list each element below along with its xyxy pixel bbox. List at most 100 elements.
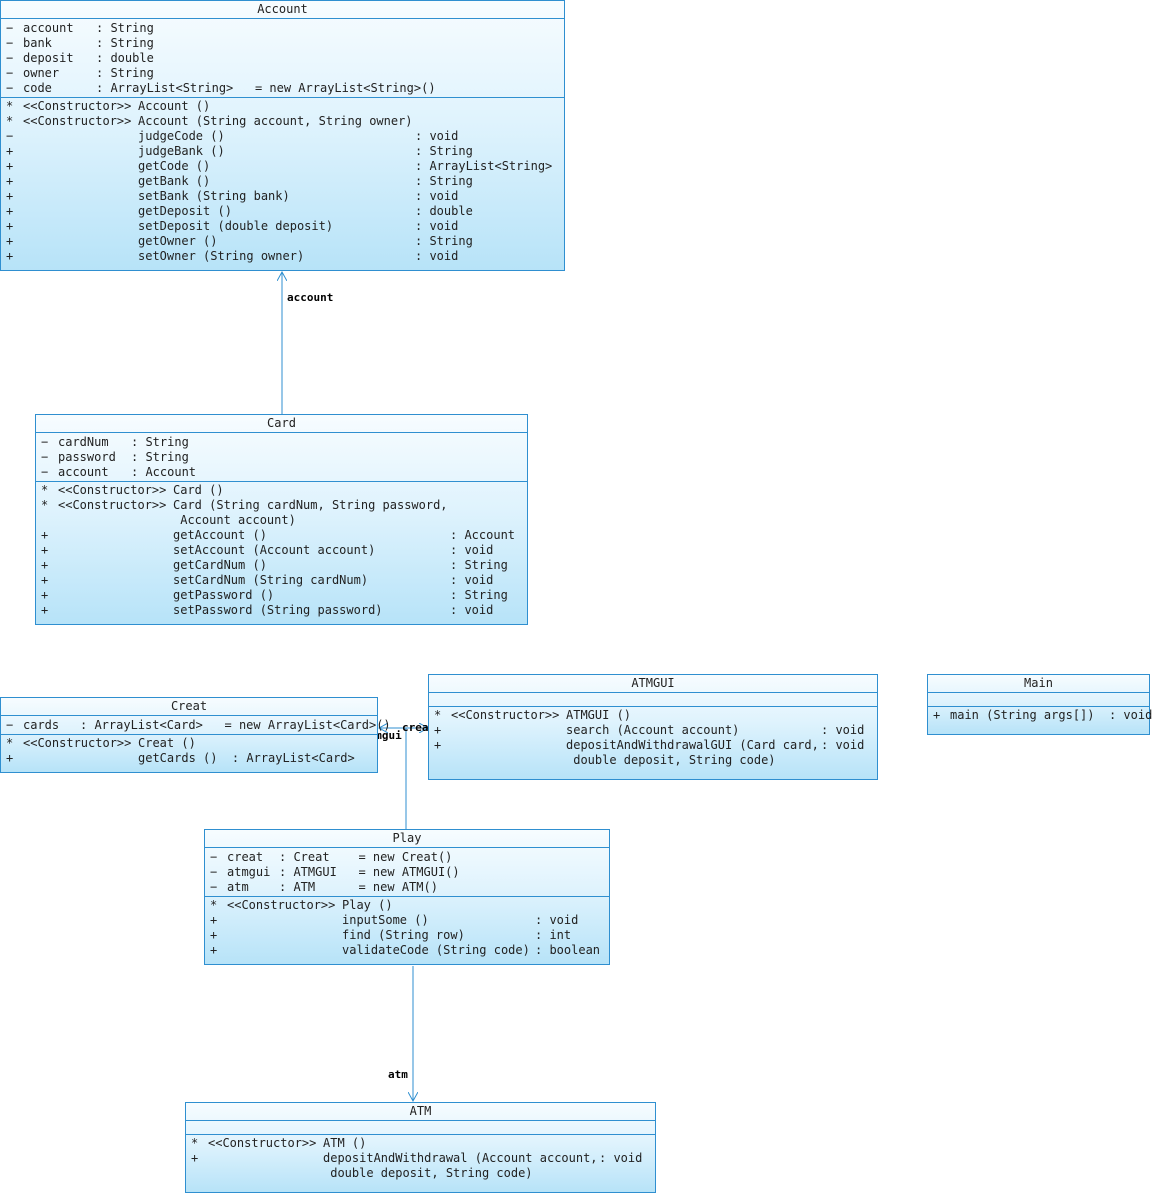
operation-row: +setAccount (Account account): void	[36, 543, 527, 558]
operation-signature: main (String args[]) : void	[950, 708, 1153, 722]
operation-signature: getCode ()	[138, 159, 211, 173]
return-type: : void	[450, 573, 494, 587]
visibility-marker: −	[6, 66, 14, 80]
return-type: : void	[821, 723, 865, 737]
visibility-marker: +	[6, 204, 14, 218]
constructor-stereotype: <<Constructor>>	[227, 898, 336, 912]
visibility-marker: *	[6, 99, 14, 113]
attribute-type: : String	[131, 450, 189, 464]
attribute-row: −atm: ATM = new ATM()	[205, 880, 609, 895]
assoc-label-account: account	[287, 291, 334, 304]
return-type: : String	[415, 234, 473, 248]
operation-row: *<<Constructor>>ATMGUI ()	[429, 708, 877, 723]
operation-row: +depositAndWithdrawalGUI (Card card,: vo…	[429, 738, 877, 753]
visibility-marker: *	[41, 498, 49, 512]
operation-row: +getCode (): ArrayList<String>	[1, 159, 564, 174]
attribute-name: cardNum	[58, 435, 109, 449]
visibility-marker: +	[41, 588, 49, 602]
operation-row: +depositAndWithdrawal (Account account,:…	[186, 1151, 655, 1166]
attribute-compartment: −cardNum: String−password: String−accoun…	[36, 433, 527, 482]
class-play[interactable]: Play−creat: Creat = new Creat()−atmgui: …	[204, 829, 610, 965]
return-type: : void	[415, 249, 459, 263]
operation-row: double deposit, String code)	[429, 753, 877, 768]
attribute-name: atmgui	[227, 865, 271, 879]
operation-row: −judgeCode (): void	[1, 129, 564, 144]
attribute-name: creat	[227, 850, 264, 864]
operation-signature: Account account)	[173, 513, 296, 527]
class-atmgui[interactable]: ATMGUI*<<Constructor>>ATMGUI ()+search (…	[428, 674, 878, 780]
attribute-name: owner	[23, 66, 60, 80]
attribute-type: : ATM = new ATM()	[279, 880, 438, 894]
constructor-stereotype: <<Constructor>>	[23, 114, 132, 128]
visibility-marker: −	[210, 865, 218, 879]
attribute-compartment	[186, 1121, 655, 1135]
return-type: : String	[450, 558, 508, 572]
operation-compartment: *<<Constructor>>Account ()*<<Constructor…	[1, 98, 564, 265]
visibility-marker: +	[6, 219, 14, 233]
operation-signature: getCards () : ArrayList<Card>	[138, 751, 355, 765]
attribute-row: −deposit: double	[1, 51, 564, 66]
operation-signature: double deposit, String code)	[566, 753, 776, 767]
class-creat[interactable]: Creat−cards: ArrayList<Card> = new Array…	[0, 697, 391, 773]
constructor-stereotype: <<Constructor>>	[23, 99, 132, 113]
operation-signature: Play ()	[342, 898, 393, 912]
operation-row: +getDeposit (): double	[1, 204, 564, 219]
visibility-marker: −	[210, 880, 218, 894]
operation-compartment: *<<Constructor>>ATM ()+depositAndWithdra…	[186, 1135, 655, 1182]
attribute-type: : String	[131, 435, 189, 449]
operation-row: + setOwner (String owner) : void	[1, 249, 564, 264]
operation-signature: Account (String account, String owner)	[138, 114, 413, 128]
visibility-marker: +	[210, 943, 218, 957]
visibility-marker: +	[41, 528, 49, 542]
attribute-type: : ArrayList<String> = new ArrayList<Stri…	[96, 81, 436, 95]
class-card[interactable]: Card−cardNum: String−password: String−ac…	[35, 414, 528, 625]
visibility-marker: +	[210, 913, 218, 927]
visibility-marker: +	[933, 708, 941, 722]
attribute-compartment	[429, 693, 877, 707]
visibility-marker: −	[6, 51, 14, 65]
return-type: : void	[450, 603, 494, 617]
visibility-marker: +	[6, 144, 14, 158]
attribute-row: −account: String	[1, 21, 564, 36]
operation-signature: getPassword ()	[173, 588, 275, 602]
attribute-row: −bank: String	[1, 36, 564, 51]
return-type: : int	[535, 928, 572, 942]
visibility-marker: +	[434, 738, 442, 752]
attribute-type: : Creat = new Creat()	[279, 850, 453, 864]
operation-row: *<<Constructor>>ATM ()	[186, 1136, 655, 1151]
class-name: Card	[36, 415, 527, 433]
visibility-marker: +	[41, 573, 49, 587]
attribute-row: −code : ArrayList<String> = new ArrayList…	[1, 81, 564, 96]
visibility-marker: −	[6, 36, 14, 50]
class-account[interactable]: Account−account: String−bank: String−dep…	[0, 0, 565, 271]
assoc-label-atm: atm	[388, 1068, 408, 1081]
visibility-marker: −	[6, 81, 14, 95]
class-name: ATM	[186, 1103, 655, 1121]
visibility-marker: *	[6, 114, 14, 128]
class-atm[interactable]: ATM *<<Constructor>>ATM ()+depositAndWith…	[185, 1102, 656, 1193]
operation-row: *<<Constructor>>Card (String cardNum, St…	[36, 498, 527, 513]
return-type: : ArrayList<String>	[415, 159, 553, 173]
operation-signature: setOwner (String owner)	[138, 249, 305, 263]
return-type: : void	[821, 738, 865, 752]
attribute-name: code	[23, 81, 52, 95]
visibility-marker: −	[6, 718, 14, 732]
visibility-marker: +	[6, 189, 14, 203]
attribute-row: −account: Account	[36, 465, 527, 480]
operation-signature: Card (String cardNum, String password,	[173, 498, 448, 512]
operation-signature: depositAndWithdrawal (Account account,	[323, 1151, 598, 1165]
operation-row: +validateCode (String code): boolean	[205, 943, 609, 958]
visibility-marker: +	[6, 234, 14, 248]
operation-compartment: *<<Constructor>>Card ()*<<Constructor>>C…	[36, 482, 527, 619]
attribute-name: password	[58, 450, 116, 464]
visibility-marker: +	[6, 249, 14, 263]
attribute-row: −cardNum: String	[36, 435, 527, 450]
class-main[interactable]: Main+main (String args[]) : void	[927, 674, 1153, 735]
return-type: : void	[415, 129, 459, 143]
attribute-row: −creat: Creat = new Creat()	[205, 850, 609, 865]
operation-signature: setDeposit (double deposit)	[138, 219, 334, 233]
constructor-stereotype: <<Constructor>>	[451, 708, 560, 722]
operation-row: +setBank (String bank): void	[1, 189, 564, 204]
visibility-marker: +	[41, 558, 49, 572]
